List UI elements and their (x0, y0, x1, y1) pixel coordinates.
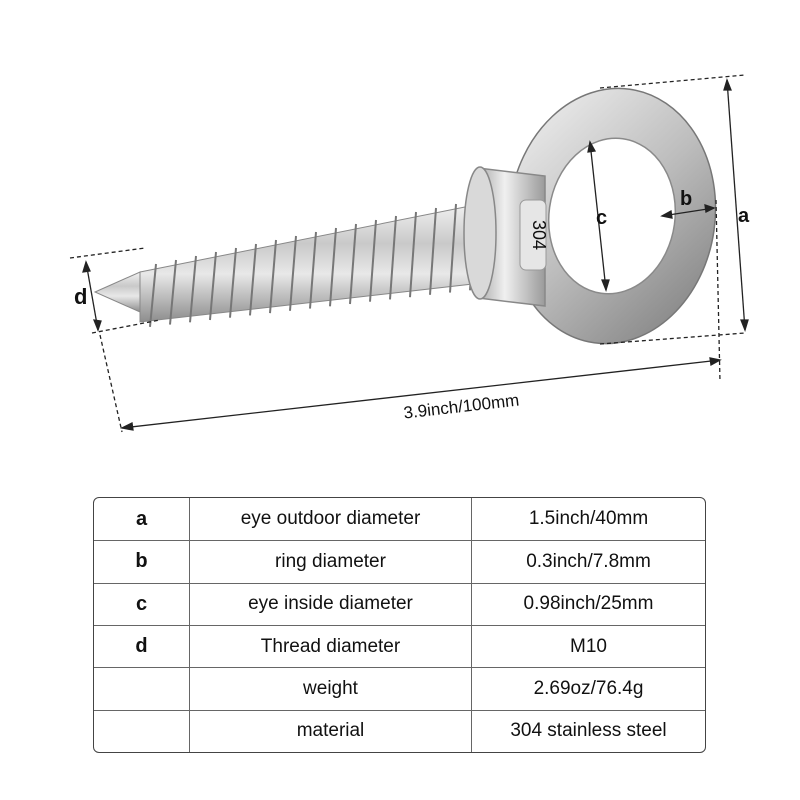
row-value: 0.98inch/25mm (523, 593, 654, 615)
thread-ridge (349, 223, 357, 305)
thread-ridge (449, 203, 457, 293)
table-row: material 304 stainless steel (94, 709, 705, 752)
row-key (94, 668, 190, 710)
table-row: c eye inside diameter 0.98inch/25mm (94, 582, 705, 625)
row-name: material (190, 710, 472, 752)
row-name: eye outdoor diameter (190, 498, 472, 541)
thread-ridge (249, 243, 257, 316)
row-key (94, 710, 190, 752)
row-value: 1.5inch/40mm (528, 508, 649, 530)
row-value: M10 (570, 635, 607, 657)
label-b: b (680, 188, 692, 210)
eye-screw-diagram: 304 d 3.9inch/100mm a c b (69, 74, 750, 433)
thread-ridge (229, 247, 237, 318)
row-key: a (94, 498, 190, 541)
table-row: b ring diameter 0.3inch/7.8mm (94, 540, 705, 583)
thread-ridge (209, 251, 217, 321)
table-row: d Thread diameter M10 (94, 624, 705, 668)
row-value: 304 stainless steel (510, 720, 667, 742)
row-key: c (94, 583, 190, 625)
thread-ridge (369, 219, 377, 302)
screw-shank (93, 199, 491, 327)
row-name: ring diameter (190, 541, 472, 583)
thread-ridge (409, 211, 417, 298)
thread-ridge (189, 255, 197, 323)
row-name: weight (190, 668, 472, 710)
collar: 304 (463, 166, 549, 307)
row-key: d (94, 625, 190, 668)
table-row: a eye outdoor diameter 1.5inch/40mm (94, 498, 705, 541)
row-name: eye inside diameter (190, 583, 472, 625)
dimension-c (587, 140, 610, 292)
label-d: d (74, 284, 87, 309)
thread-ridge (329, 227, 337, 307)
thread-ridge (169, 259, 177, 325)
table-row: weight 2.69oz/76.4g (94, 667, 705, 710)
dimension-d (69, 247, 161, 334)
thread-ridge (289, 235, 297, 311)
eye-ring (507, 87, 717, 345)
spec-table: a eye outdoor diameter 1.5inch/40mm b ri… (93, 497, 706, 753)
row-value: 0.3inch/7.8mm (526, 550, 651, 572)
thread-ridge (269, 239, 277, 314)
label-a: a (738, 205, 750, 227)
dimension-length (99, 199, 722, 433)
label-length: 3.9inch/100mm (403, 391, 521, 423)
thread-ridge (149, 263, 157, 327)
thread-ridge (389, 215, 397, 300)
dimension-b (660, 204, 716, 219)
stamp-304: 304 (529, 220, 549, 250)
dimension-a (599, 74, 749, 345)
row-value: 2.69oz/76.4g (533, 677, 644, 699)
thread-ridge (309, 231, 317, 309)
row-key: b (94, 541, 190, 583)
row-name: Thread diameter (190, 625, 472, 668)
thread-ridge (429, 207, 437, 295)
label-c: c (596, 207, 607, 229)
